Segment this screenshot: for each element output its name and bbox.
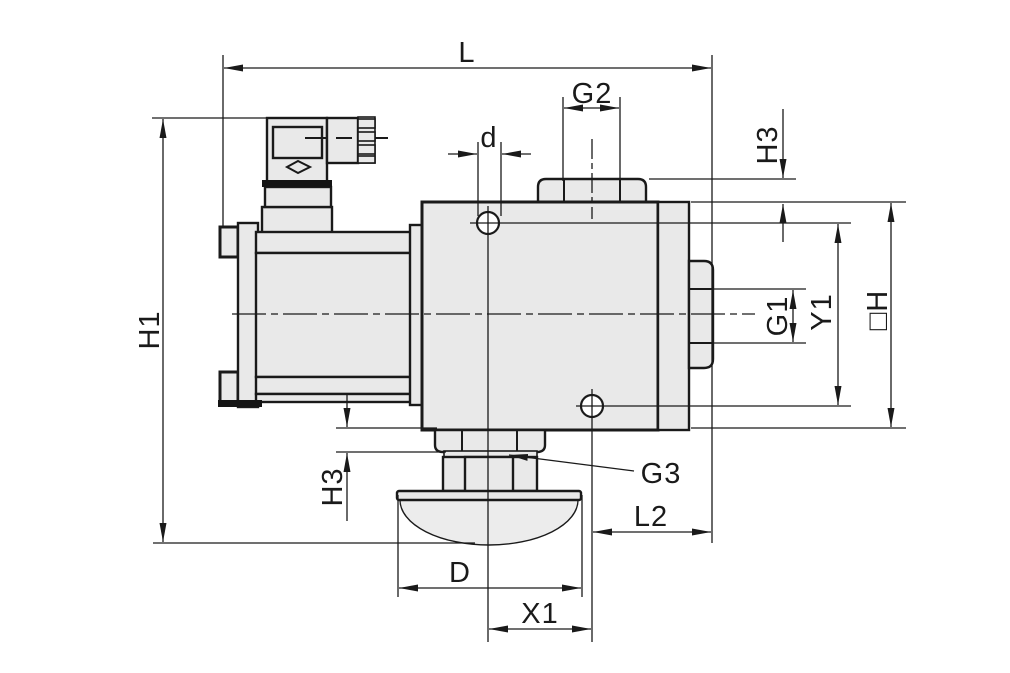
label-G1: G1 [762, 296, 794, 337]
connector-diamond-mark [284, 159, 313, 175]
dimension-labels: L G2 d H3 H1 G1 Y1 □H H3 G3 L2 D X1 [134, 37, 894, 630]
label-L2: L2 [634, 501, 668, 533]
label-H3-bottom: H3 [317, 467, 349, 506]
valve-body [420, 200, 660, 432]
coil-right-plate [408, 223, 424, 407]
label-G3: G3 [641, 458, 682, 490]
label-L: L [458, 37, 475, 69]
coil-bottom-bar [254, 375, 424, 396]
connector-side-lobe [325, 116, 360, 165]
connector-gasket-bar [262, 180, 332, 187]
valve-body-group [420, 177, 715, 432]
connector-label-window [271, 125, 324, 160]
valve-end-plate [656, 200, 691, 432]
cable-gland-rib [357, 155, 376, 164]
coil-top-bar [254, 230, 424, 255]
label-Y1: Y1 [806, 293, 838, 330]
cable-gland-rib [357, 118, 376, 129]
label-H3-top: H3 [752, 125, 784, 164]
suction-cup-plate [395, 489, 583, 502]
suction-cup-dome [399, 499, 579, 546]
label-square-H: □H [862, 290, 894, 330]
coil-flange-foot [218, 400, 262, 407]
coil-mount-tab-top [218, 225, 240, 259]
label-G2: G2 [572, 78, 613, 110]
label-H1: H1 [134, 310, 166, 349]
connector-stem-upper [263, 185, 333, 209]
coil-mount-tab-bottom [218, 370, 240, 404]
label-X1: X1 [521, 598, 558, 630]
solenoid-coil [218, 221, 424, 409]
connector-stem-lower [260, 205, 334, 235]
solenoid-connector [260, 116, 388, 235]
bottom-fitting-center [463, 455, 515, 496]
bottom-port-group [395, 428, 583, 546]
cable-gland-rib [357, 131, 376, 142]
coil-body [254, 251, 415, 379]
label-D: D [449, 557, 471, 589]
label-d: d [480, 122, 497, 154]
coil-bottom-plate [254, 392, 424, 404]
cable-gland-rib [357, 144, 376, 155]
bottom-port-nut [433, 428, 547, 454]
dimension-lines [159, 64, 895, 633]
leader-G3 [508, 453, 635, 472]
